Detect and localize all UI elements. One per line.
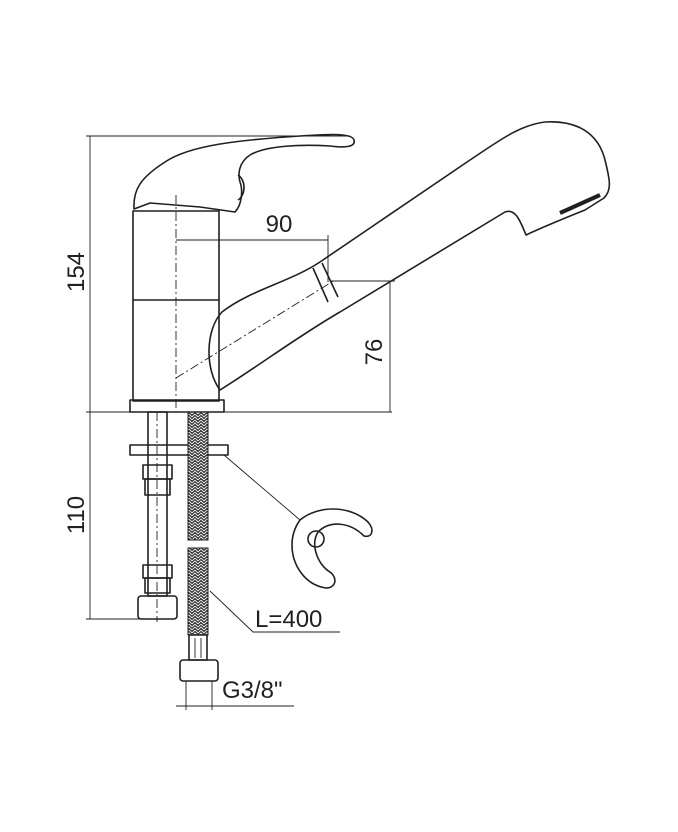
mounting-rod [129, 411, 229, 622]
dimension-label-76: 76 [361, 339, 388, 366]
hose-length-label: L=400 [255, 606, 322, 633]
hose-length-callout: L=400 [209, 590, 340, 633]
connection-size-label: G3/8" [222, 677, 283, 704]
dimension-label-110: 110 [63, 496, 90, 534]
dimension-76: 76 [330, 280, 395, 412]
c-clip-detail [223, 454, 373, 589]
dimension-label-90: 90 [266, 211, 293, 238]
braided-hose [179, 411, 219, 682]
pull-out-spout [175, 121, 611, 391]
dimension-label-154: 154 [63, 252, 90, 292]
connection-size-dimension: G3/8" [176, 677, 294, 710]
dimension-90: 90 [176, 211, 329, 282]
dimension-154: 154 [63, 135, 392, 413]
dimension-110: 110 [63, 412, 140, 620]
faucet-body [129, 133, 355, 413]
